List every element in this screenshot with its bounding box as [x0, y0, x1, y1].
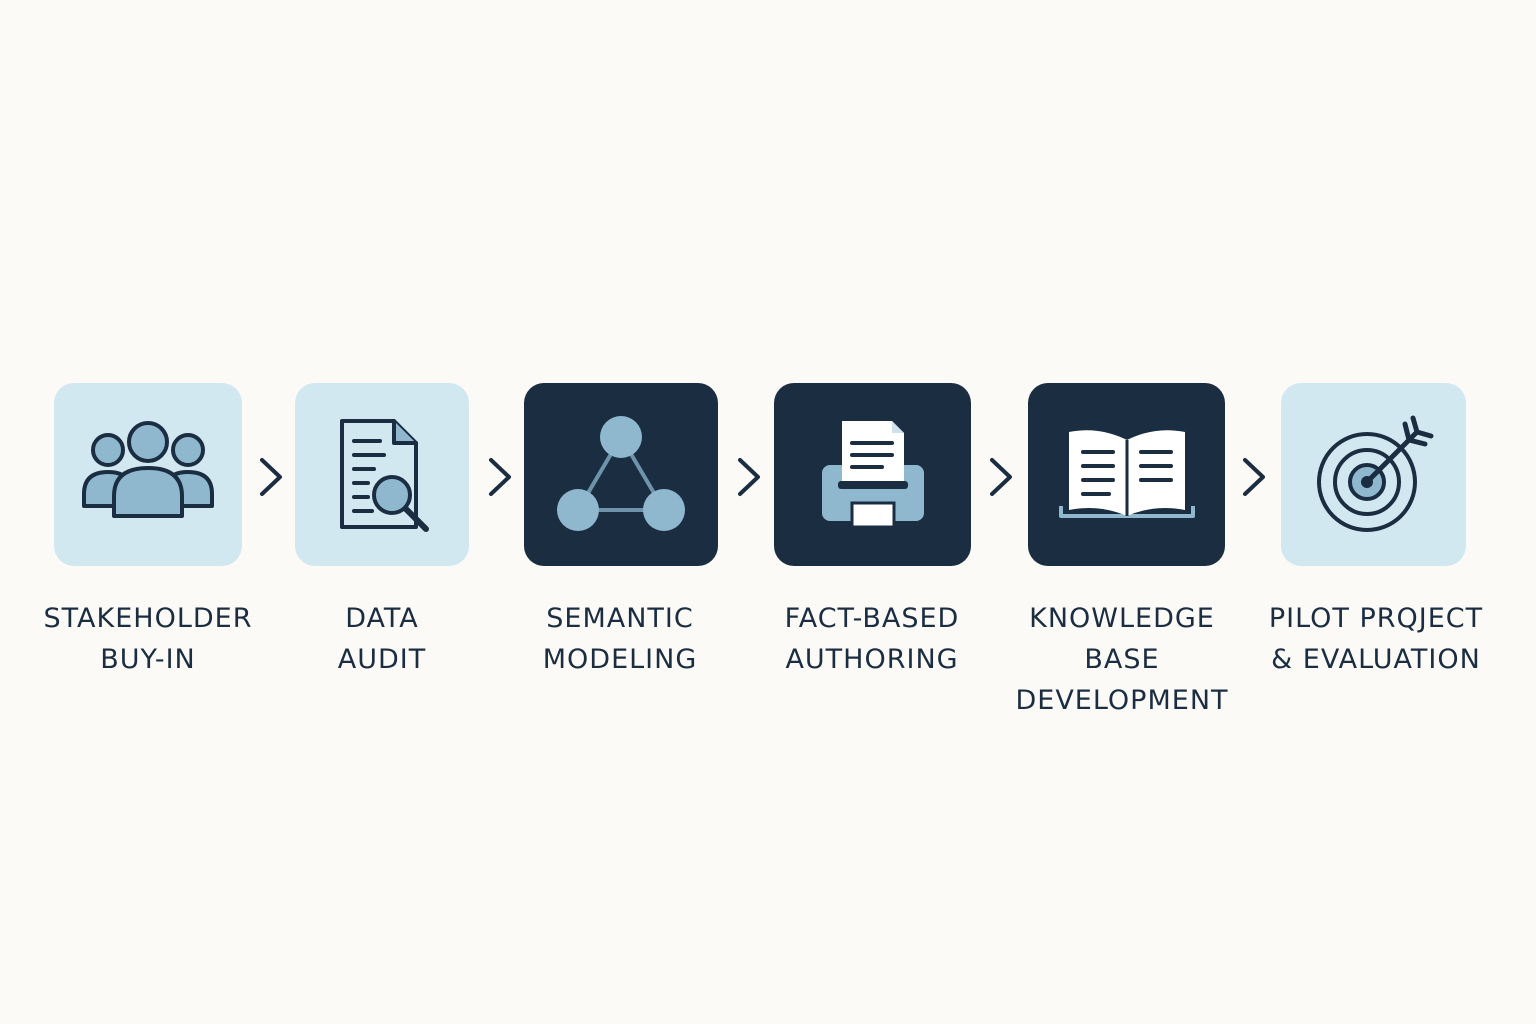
step-label-semantic-modeling: SEMANTIC MODELING [490, 598, 750, 680]
step-tile-semantic-modeling [524, 383, 718, 566]
chevron-right-icon [1243, 458, 1265, 496]
label-line: SEMANTIC [546, 603, 694, 634]
label-line: AUDIT [337, 644, 427, 675]
chevron-right-icon [990, 458, 1012, 496]
label-line: FACT-BASED [784, 603, 960, 634]
step-tile-pilot-project-evaluation [1281, 383, 1466, 566]
step-label-stakeholder-buy-in: STAKEHOLDER BUY-IN [18, 598, 278, 680]
step-tile-knowledge-base-development [1028, 383, 1225, 566]
label-line: AUTHORING [785, 644, 959, 675]
label-line: MODELING [542, 644, 698, 675]
step-label-knowledge-base-development: KNOWLEDGE BASE DEVELOPMENT [992, 598, 1252, 721]
label-line: PILOT PRQJECT [1268, 603, 1484, 634]
target-arrow-icon [1309, 410, 1439, 540]
label-line: DEVELOPMENT [1015, 685, 1229, 716]
step-label-pilot-project-evaluation: PILOT PRQJECT & EVALUATION [1246, 598, 1506, 680]
open-book-icon [1057, 420, 1197, 530]
step-tile-fact-based-authoring [774, 383, 971, 566]
label-line: DATA [345, 603, 419, 634]
step-tile-data-audit [295, 383, 469, 566]
chevron-right-icon [260, 458, 282, 496]
label-line: & EVALUATION [1271, 644, 1481, 675]
step-tile-stakeholder-buy-in [54, 383, 242, 566]
document-search-icon [322, 415, 442, 535]
step-label-data-audit: DATA AUDIT [252, 598, 512, 680]
network-triangle-icon [556, 415, 686, 535]
label-line: STAKEHOLDER [43, 603, 253, 634]
label-line: KNOWLEDGE [1029, 603, 1215, 634]
chevron-right-icon [738, 458, 760, 496]
step-label-fact-based-authoring: FACT-BASED AUTHORING [742, 598, 1002, 680]
printer-icon [808, 415, 938, 535]
label-line: BUY-IN [100, 644, 196, 675]
label-line: BASE [1084, 644, 1160, 675]
chevron-right-icon [489, 458, 511, 496]
people-group-icon [78, 420, 218, 530]
